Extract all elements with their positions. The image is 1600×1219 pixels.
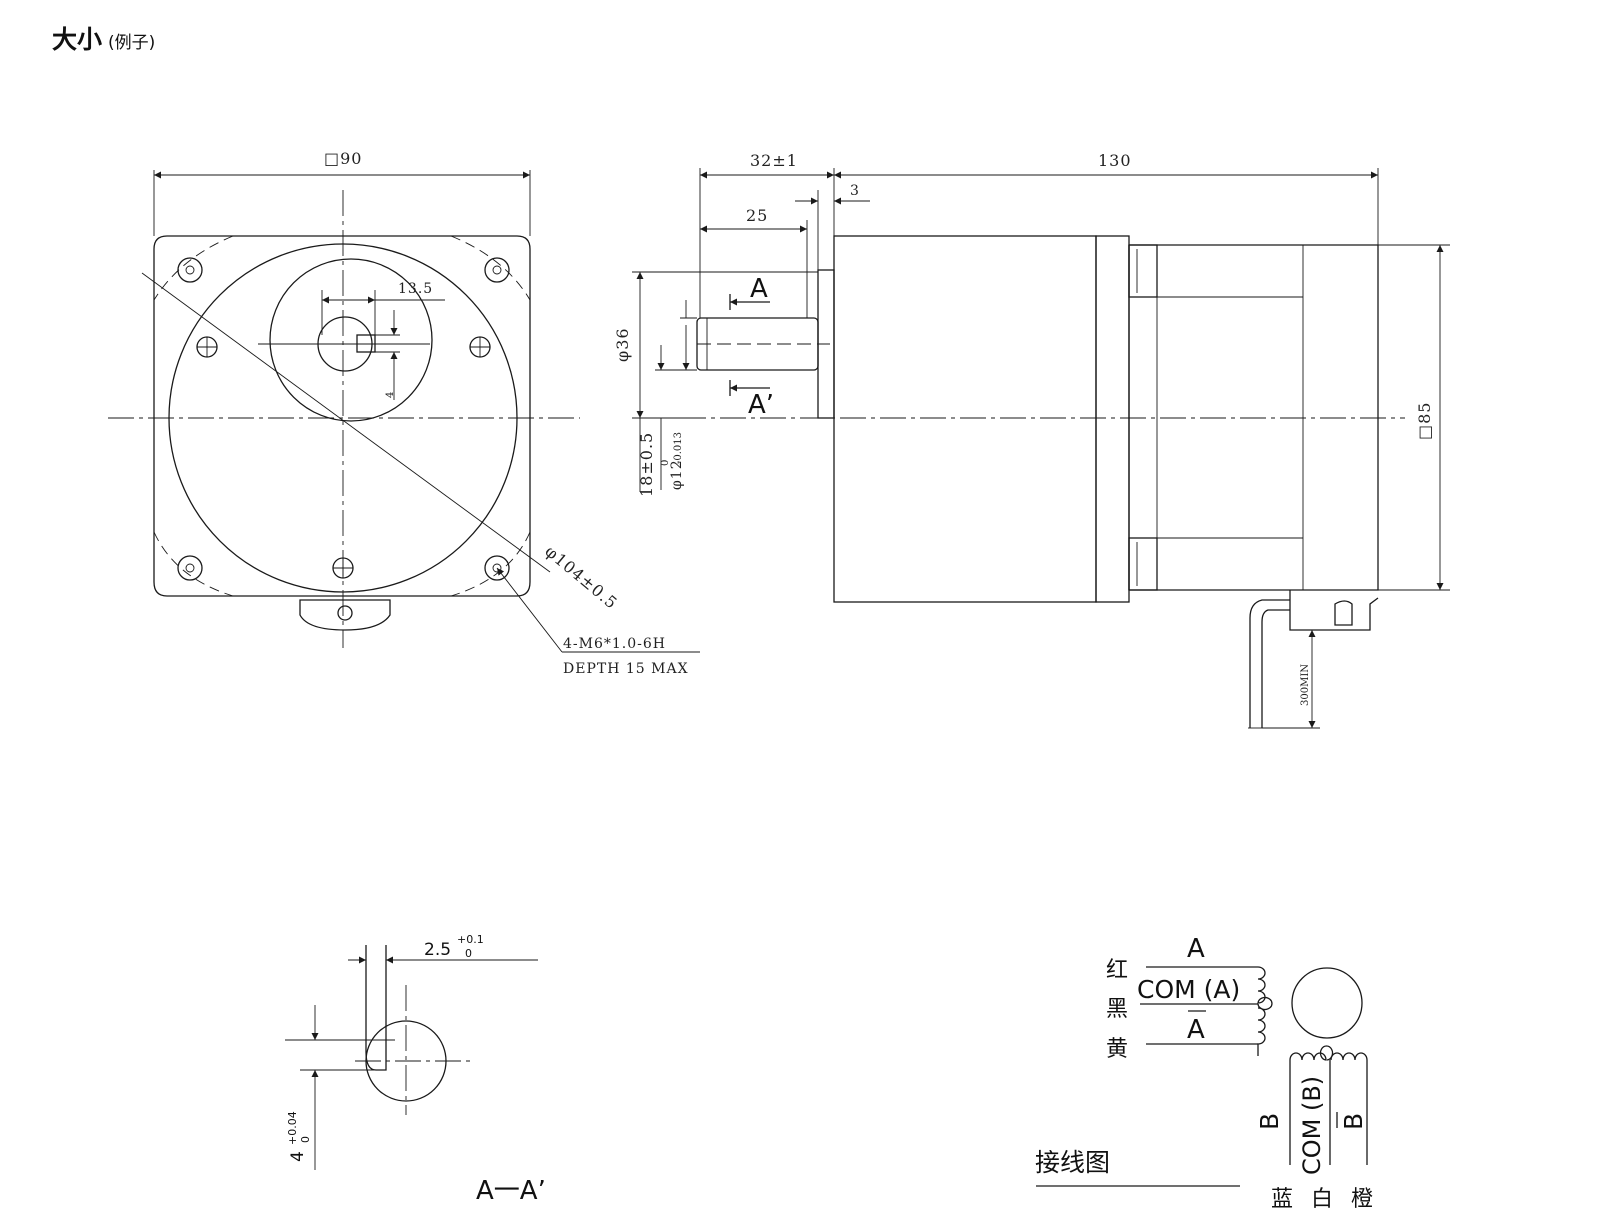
side-lead-exit bbox=[1289, 590, 1379, 631]
dim-body-square: □85 bbox=[1415, 402, 1434, 440]
thread-spec: 4-M6*1.0-6H bbox=[563, 636, 666, 652]
shaft-tol-upper: 0 bbox=[660, 460, 671, 466]
wiring-title: 接线图 bbox=[1035, 1148, 1110, 1177]
mounting-holes bbox=[177, 257, 510, 581]
key-depth: 4 bbox=[288, 1151, 308, 1162]
side-rear-cap bbox=[1129, 244, 1379, 591]
section-marker-a-prime: A’ bbox=[748, 390, 774, 420]
coil-b bbox=[1289, 1045, 1368, 1165]
front-key bbox=[356, 334, 376, 353]
key-width-tol-upper: +0.1 bbox=[457, 933, 484, 946]
front-connector-tab bbox=[299, 599, 391, 631]
side-bolt-tab-bottom bbox=[1128, 537, 1158, 591]
section-label: A一A’ bbox=[476, 1176, 546, 1206]
section-view: 2.5 +0.1 0 4 +0.04 0 A一A’ bbox=[285, 933, 546, 1206]
dim-shaft-dia: φ12 bbox=[669, 459, 685, 490]
front-corner-arc bbox=[153, 531, 234, 597]
dim-shaft-length: 32±1 bbox=[750, 151, 798, 170]
wire-color-red: 红 bbox=[1106, 958, 1128, 983]
dim-circle-104: φ104±0.5 bbox=[541, 542, 621, 614]
dim-square-90: □90 bbox=[324, 149, 362, 168]
front-flange-outline bbox=[153, 235, 531, 597]
dim-key-height: 4 bbox=[385, 392, 396, 398]
side-bolt-tab-top bbox=[1128, 244, 1158, 298]
wire-color-yellow: 黄 bbox=[1106, 1037, 1128, 1062]
dim-key-length: 25 bbox=[746, 206, 768, 225]
key-width: 2.5 bbox=[424, 940, 451, 960]
title-main: 大小 bbox=[52, 25, 103, 54]
side-rear-plate bbox=[1095, 235, 1130, 603]
wire-com-a: COM (A) bbox=[1137, 975, 1240, 1004]
side-body bbox=[833, 235, 1097, 603]
front-corner-arc bbox=[450, 235, 531, 301]
key-width-tol-lower: 0 bbox=[465, 947, 472, 960]
wire-phase-b: B bbox=[1255, 1113, 1284, 1130]
dim-key-offset: 13.5 bbox=[398, 281, 433, 297]
section-marker-a: A bbox=[750, 274, 768, 304]
wire-phase-a: A bbox=[1187, 934, 1205, 964]
dim-body-length: 130 bbox=[1098, 151, 1132, 170]
wire-phase-b-bar: B bbox=[1339, 1113, 1368, 1130]
front-corner-arc bbox=[153, 235, 234, 301]
page-title: 大小(例子) bbox=[52, 20, 155, 56]
shaft-tol-lower: -0.013 bbox=[673, 432, 684, 464]
title-sub: (例子) bbox=[108, 33, 156, 53]
dim-center-height: 18±0.5 bbox=[637, 432, 656, 497]
thread-leader bbox=[496, 567, 563, 653]
front-view: □90 13.5 4 φ104±0.5 4-M6*1.0-6H DEPTH 15… bbox=[108, 149, 700, 677]
wire-color-white: 白 bbox=[1311, 1187, 1333, 1212]
wire-color-blue: 蓝 bbox=[1271, 1187, 1293, 1212]
dim-lead-length: 300MIN bbox=[1300, 664, 1311, 706]
dim-boss-dia: φ36 bbox=[613, 327, 632, 362]
wire-color-black: 黑 bbox=[1106, 997, 1128, 1022]
thread-depth: DEPTH 15 MAX bbox=[563, 661, 689, 677]
coil-a bbox=[1257, 966, 1273, 1056]
wire-color-orange: 橙 bbox=[1351, 1187, 1373, 1212]
key-depth-tol-upper: +0.04 bbox=[286, 1111, 299, 1145]
wire-phase-a-bar: A bbox=[1187, 1015, 1205, 1045]
key-depth-tol-lower: 0 bbox=[299, 1136, 312, 1143]
wiring-diagram: A COM (A) A 红 黑 黄 B COM (B) B 蓝 白 橙 接线图 bbox=[1035, 934, 1373, 1212]
front-boss-circle bbox=[269, 258, 433, 422]
side-lead-wire bbox=[1249, 599, 1290, 728]
dim-flange-thickness: 3 bbox=[850, 183, 860, 199]
front-connector-hole bbox=[337, 605, 353, 621]
front-corner-arc bbox=[450, 531, 531, 597]
section-key-slot bbox=[365, 945, 387, 1071]
wiring-rotor bbox=[1291, 967, 1363, 1039]
diameter-leader bbox=[141, 272, 551, 573]
wire-com-b: COM (B) bbox=[1298, 1076, 1326, 1175]
side-view: 32±1 130 3 25 φ36 18±0.5 φ12 0 -0.013 A … bbox=[613, 151, 1450, 729]
